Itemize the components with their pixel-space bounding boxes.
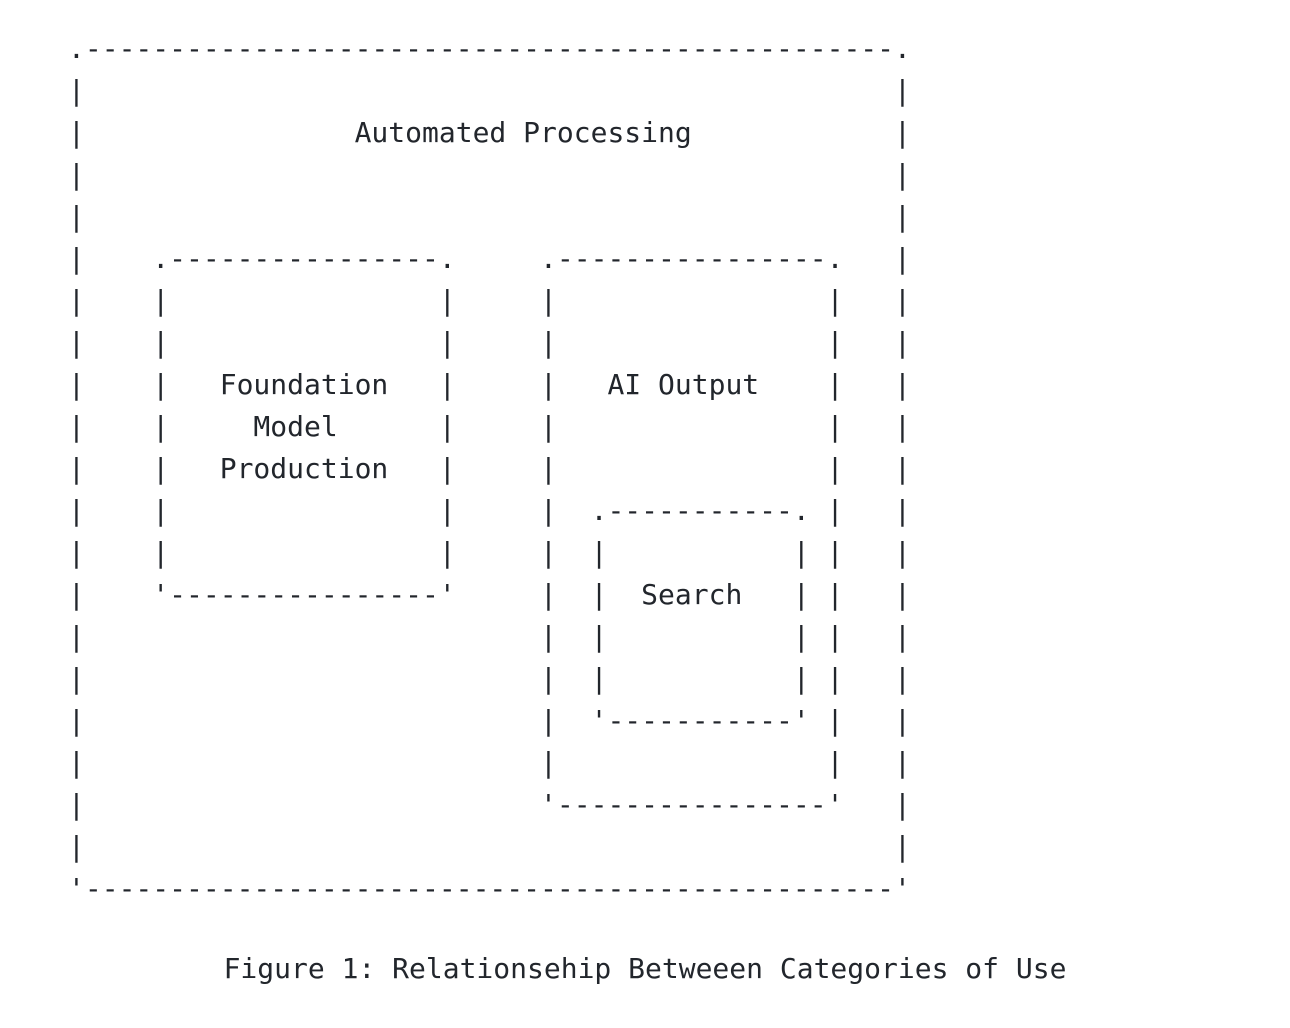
ascii-diagram: .---------------------------------------… [68,32,911,905]
figure-caption: Figure 1: Relationsehip Betweeen Categor… [223,952,1067,985]
